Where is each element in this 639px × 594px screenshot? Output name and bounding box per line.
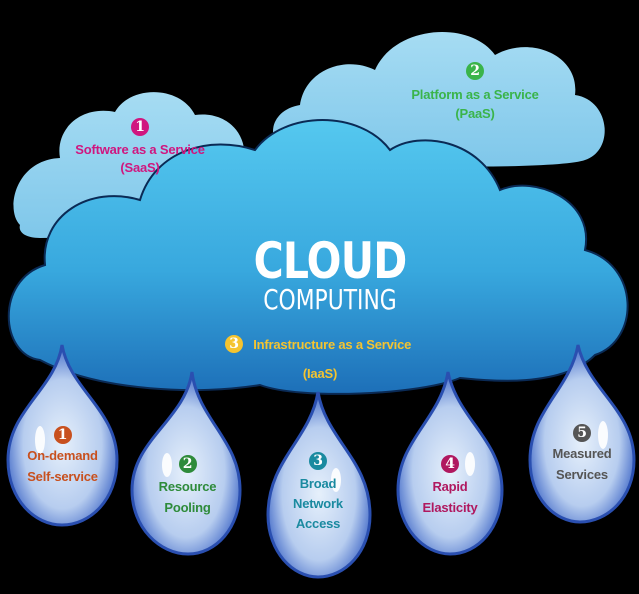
characteristic-4: 4 Rapid Elasticity xyxy=(398,455,502,515)
characteristic-1-line2: Self-service xyxy=(27,469,98,484)
paas-label: 2 Platform as a Service (PaaS) xyxy=(375,62,575,121)
iaas-label: 3 Infrastructure as a Service xyxy=(225,335,465,353)
number-2-icon: 2 xyxy=(178,455,197,473)
saas-abbr: (SaaS) xyxy=(120,160,160,175)
characteristic-1: 1 On-demand Self-service xyxy=(10,426,115,484)
iaas-name: Infrastructure as a Service xyxy=(253,336,412,352)
characteristic-5: 5 Measured Services xyxy=(530,424,634,482)
paas-abbr: (PaaS) xyxy=(455,106,495,121)
saas-name: Software as a Service xyxy=(75,142,205,157)
characteristic-2-line2: Pooling xyxy=(164,500,211,515)
characteristic-4-line1: Rapid xyxy=(432,479,468,494)
iaas-abbr: (IaaS) xyxy=(302,366,338,381)
number-1-icon: 1 xyxy=(131,118,149,136)
characteristic-2-line1: Resource xyxy=(158,479,217,494)
characteristic-4-line2: Elasticity xyxy=(422,500,478,515)
number-1-icon: 1 xyxy=(53,426,72,444)
characteristic-3: 3 Broad Network Access xyxy=(268,452,368,531)
paas-name: Platform as a Service xyxy=(411,87,539,102)
characteristic-2: 2 Resource Pooling xyxy=(135,455,240,515)
title-computing: COMPUTING xyxy=(263,283,397,316)
saas-label: 1 Software as a Service (SaaS) xyxy=(40,118,240,175)
number-3-icon: 3 xyxy=(309,452,327,470)
main-cloud xyxy=(7,119,629,395)
characteristic-5-line2: Services xyxy=(556,467,608,482)
characteristic-3-line1: Broad xyxy=(299,476,337,491)
characteristic-3-line3: Access xyxy=(295,516,341,531)
number-5-icon: 5 xyxy=(573,424,591,442)
characteristic-1-line1: On-demand xyxy=(27,448,98,463)
number-4-icon: 4 xyxy=(441,455,459,473)
number-3-icon: 3 xyxy=(225,335,243,353)
title-cloud: CLOUD xyxy=(253,232,408,290)
characteristic-3-line2: Network xyxy=(293,496,343,511)
characteristic-5-line1: Measured xyxy=(552,446,612,461)
drop-3 xyxy=(266,391,372,579)
number-2-icon: 2 xyxy=(466,62,484,80)
